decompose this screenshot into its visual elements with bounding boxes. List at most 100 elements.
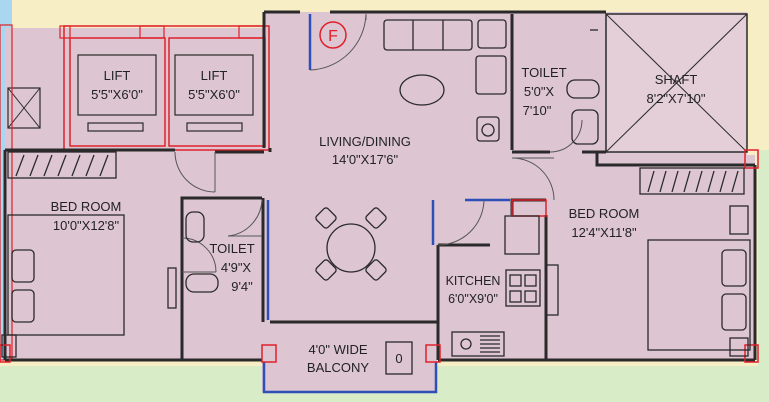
living-furniture (383, 19, 507, 142)
balcony-rail (262, 362, 438, 394)
door-swing-kitchen (437, 199, 485, 246)
fridge (504, 215, 540, 255)
lift-2-label: LIFT (201, 68, 228, 83)
basin-left (185, 211, 205, 243)
bed-right-pillow (721, 293, 747, 331)
wc-left (185, 273, 219, 293)
dining-table (326, 223, 376, 273)
background-right-strip (758, 150, 769, 366)
door-swing-bed-right (511, 157, 555, 201)
wash-basin-living (476, 116, 500, 142)
dining-chair (315, 207, 337, 229)
bed-left-pillow (11, 289, 35, 323)
door-swing-toilet-top (549, 119, 583, 153)
floor-left-bed (5, 150, 265, 360)
bed-right-label: BED ROOM (569, 206, 640, 221)
left-service-box (7, 87, 41, 129)
left-service-box-brace (7, 87, 41, 129)
lift-shaft-1-inner (77, 54, 157, 116)
dining-chair (365, 259, 387, 281)
shaft-label: SHAFT (655, 72, 698, 87)
bed-right-frame (647, 239, 751, 351)
kitchen-counter-right (545, 264, 559, 316)
kitchen-sink-drain (460, 338, 472, 350)
sofa-long (383, 19, 473, 51)
bed-right-side-table (729, 205, 749, 235)
bed-right-size: 12'4"X11'8" (571, 225, 637, 240)
kitchen-label: KITCHEN (446, 274, 501, 288)
lift-1-label: LIFT (104, 68, 131, 83)
dining-chair (365, 207, 387, 229)
lift-core (59, 25, 270, 151)
wall-lobby-bottom (5, 148, 264, 154)
kitchen-sink-drainboard (480, 335, 500, 353)
bed-left-pillow (11, 249, 35, 283)
wardrobe-right-frame (639, 167, 745, 195)
floor-right-bed (597, 155, 755, 360)
shaft-size: 8'2"X7'10" (646, 91, 705, 106)
living-size: 14'0"X17'6" (332, 152, 399, 167)
wardrobe-right-hatch (647, 170, 739, 193)
marker-label: F (328, 28, 338, 45)
washing-machine-label: 0 (395, 351, 402, 366)
sofa-side-table (477, 19, 507, 49)
column (0, 344, 11, 363)
wall-shaft-bottom (595, 152, 755, 167)
bed-left-label: BED ROOM (51, 199, 122, 214)
wardrobe-left (7, 151, 117, 179)
door-swing-lobby (174, 151, 216, 193)
toilet-left-label: TOILET (209, 241, 254, 256)
column (261, 344, 277, 363)
bath-top (571, 109, 599, 145)
bed-left-frame (7, 214, 125, 336)
hob-burner (524, 274, 537, 287)
wardrobe-right (639, 167, 745, 195)
lift-door-2 (186, 122, 243, 132)
kitchen-sink (451, 331, 505, 357)
lift-core-post-left (59, 25, 71, 39)
column (744, 344, 759, 363)
toilet-left-size-b: 9'4" (231, 279, 253, 294)
wc-top (566, 79, 600, 99)
toilet-top-label: TOILET (521, 65, 566, 80)
left-service-box-frame (7, 87, 41, 129)
column (744, 149, 759, 169)
door-swing-left-bed (227, 199, 263, 237)
dining-chair (315, 259, 337, 281)
bed-right-side-table (729, 337, 749, 357)
lift-shaft-1-outer (69, 37, 166, 147)
lift-core-post-mid (139, 25, 165, 39)
toilet-left-fixtures (167, 211, 219, 309)
shaft-diagonal (605, 13, 748, 153)
toilet-top-size-a: 5'0"X (524, 84, 555, 99)
shaft (605, 13, 748, 153)
hob-burner (509, 290, 522, 303)
column (425, 344, 441, 363)
sofa-armchair (475, 55, 507, 95)
floor-main (264, 12, 607, 360)
lift-door-1 (87, 122, 144, 132)
toilet-top-fixtures (566, 29, 600, 145)
balcony-fixture: 0 (385, 341, 413, 375)
floor-balcony (262, 320, 437, 392)
wardrobe-left-frame (7, 151, 117, 179)
lift-1-size: 5'5"X6'0" (91, 87, 143, 102)
dining-set (315, 207, 387, 281)
toilet-top-size-b: 7'10" (523, 103, 552, 118)
door-swing-entry (309, 13, 367, 71)
kitchen-size: 6'0"X9'0" (448, 292, 498, 306)
hob (505, 269, 541, 307)
bed-right (647, 205, 751, 357)
washing-machine (385, 341, 413, 375)
hob-burner (509, 274, 522, 287)
bed-left (1, 214, 125, 358)
living-label: LIVING/DINING (319, 134, 411, 149)
bed-right-pillow (721, 249, 747, 287)
lift-2-size: 5'5"X6'0" (188, 87, 240, 102)
wash-basin-drain (481, 123, 495, 137)
hob-burner (524, 290, 537, 303)
bed-left-side-table (1, 334, 17, 358)
floor-left-lobby (5, 28, 65, 153)
bed-left-size: 10'0"X12'8" (53, 218, 120, 233)
